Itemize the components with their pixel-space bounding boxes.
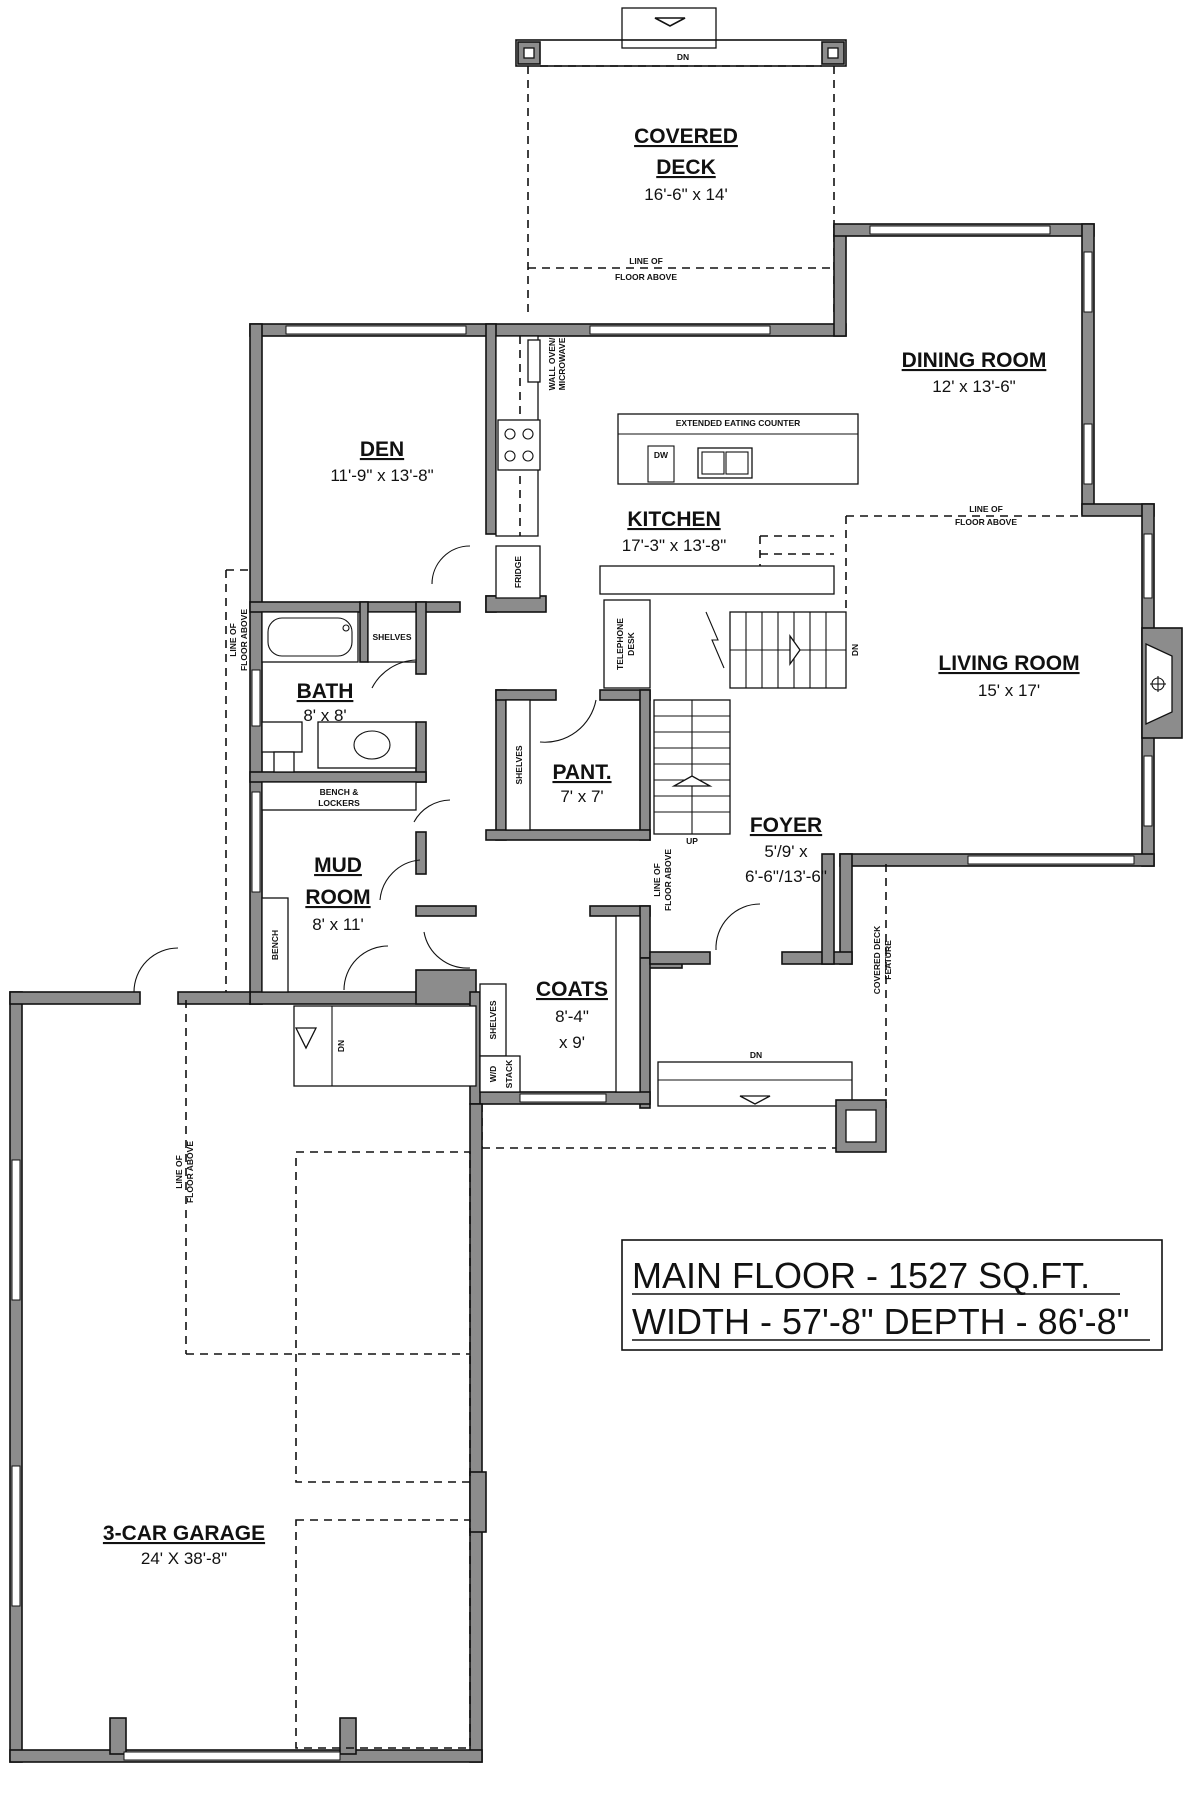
dining-room-name: DINING ROOM bbox=[902, 349, 1047, 372]
mud-room-name: MUD bbox=[314, 854, 362, 877]
foyer-line-of-label: LINE OF bbox=[652, 863, 662, 897]
coats-dim-2: x 9' bbox=[559, 1033, 585, 1052]
mud-room-dim: 8' x 11' bbox=[312, 915, 364, 934]
telephone-label: TELEPHONE bbox=[615, 618, 625, 670]
bath-fixtures bbox=[261, 611, 417, 773]
foyer-name: FOYER bbox=[750, 814, 822, 837]
bath-shelves-label: SHELVES bbox=[372, 632, 411, 642]
mud-bench-label: BENCH bbox=[270, 930, 280, 960]
garage-line-of-label: LINE OF bbox=[174, 1155, 184, 1189]
side-line-of-label: LINE OF bbox=[228, 623, 238, 657]
mud-dn-label: DN bbox=[336, 1040, 346, 1052]
deck-line-of-label: LINE OF bbox=[629, 256, 663, 266]
title-dimensions: WIDTH - 57'-8" DEPTH - 86'-8" bbox=[632, 1301, 1129, 1342]
garage-name: 3-CAR GARAGE bbox=[103, 1522, 265, 1545]
covered-deck-dim: 16'-6" x 14' bbox=[644, 185, 727, 204]
garage-floor-above-label: FLOOR ABOVE bbox=[185, 1141, 195, 1203]
pantry-dim: 7' x 7' bbox=[560, 787, 603, 806]
living-floor-above-label: FLOOR ABOVE bbox=[955, 517, 1017, 527]
kitchen-name: KITCHEN bbox=[627, 508, 720, 531]
front-porch bbox=[481, 864, 887, 1153]
foyer-floor-above-label: FLOOR ABOVE bbox=[663, 849, 673, 911]
title-floor-area: MAIN FLOOR - 1527 SQ.FT. bbox=[632, 1255, 1090, 1296]
lockers-label: LOCKERS bbox=[318, 798, 360, 808]
fridge-label: FRIDGE bbox=[513, 556, 523, 588]
mud-room-fixtures bbox=[261, 781, 477, 1087]
doors bbox=[133, 545, 761, 993]
floor-above-lines bbox=[225, 515, 1082, 1004]
stair-dn-label: DN bbox=[850, 644, 860, 656]
den-dim: 11'-9" x 13'-8" bbox=[330, 466, 433, 485]
foyer-dim-2: 6'-6"/13'-6" bbox=[745, 867, 827, 886]
living-line-of-label: LINE OF bbox=[969, 504, 1003, 514]
foyer-dim-1: 5'/9' x bbox=[764, 842, 808, 861]
kitchen-fixtures bbox=[495, 335, 859, 689]
feature-label: FEATURE bbox=[883, 940, 893, 980]
pantry-shelves-label: SHELVES bbox=[514, 745, 524, 784]
garage bbox=[9, 991, 487, 1763]
coats-dim-1: 8'-4" bbox=[555, 1007, 589, 1026]
interior-walls bbox=[249, 323, 853, 1109]
dishwasher-label: DW bbox=[654, 450, 669, 460]
porch-dn-label: DN bbox=[750, 1050, 762, 1060]
wall-oven-label: WALL OVEN/ bbox=[547, 337, 557, 390]
covered-deck-name-2: DECK bbox=[656, 156, 716, 179]
kitchen-dim: 17'-3" x 13'-8" bbox=[622, 536, 727, 555]
bath-name: BATH bbox=[297, 680, 354, 703]
mud-room-name-2: ROOM bbox=[305, 886, 370, 909]
living-room-name: LIVING ROOM bbox=[938, 652, 1079, 675]
coats-name: COATS bbox=[536, 978, 608, 1001]
microwave-label: MICROWAVE bbox=[557, 337, 567, 390]
fireplace-icon bbox=[1141, 627, 1183, 739]
staircase bbox=[653, 611, 847, 835]
den-name: DEN bbox=[360, 438, 404, 461]
pantry-name: PANT. bbox=[552, 761, 611, 784]
eating-counter-label: EXTENDED EATING COUNTER bbox=[676, 418, 801, 428]
title-block bbox=[621, 1239, 1163, 1351]
dining-room-dim: 12' x 13'-6" bbox=[932, 377, 1015, 396]
pantry-coats-fixtures bbox=[479, 699, 641, 1093]
covered-deck-feature-label: COVERED DECK bbox=[872, 925, 882, 994]
coats-shelves-label: SHELVES bbox=[488, 1000, 498, 1039]
garage-dim: 24' X 38'-8" bbox=[141, 1549, 227, 1568]
covered-deck-name: COVERED bbox=[634, 125, 738, 148]
covered-deck bbox=[515, 7, 847, 318]
wd-label: W/D bbox=[488, 1066, 498, 1083]
stack-label: STACK bbox=[504, 1059, 514, 1089]
deck-dn-label: DN bbox=[677, 52, 689, 62]
living-room-dim: 15' x 17' bbox=[978, 681, 1040, 700]
stair-up-label: UP bbox=[686, 836, 698, 846]
bench-lockers-label: BENCH & bbox=[320, 787, 359, 797]
bath-dim: 8' x 8' bbox=[303, 706, 346, 725]
deck-floor-above-label: FLOOR ABOVE bbox=[615, 272, 677, 282]
desk-label: DESK bbox=[626, 631, 636, 655]
side-floor-above-label: FLOOR ABOVE bbox=[239, 609, 249, 671]
